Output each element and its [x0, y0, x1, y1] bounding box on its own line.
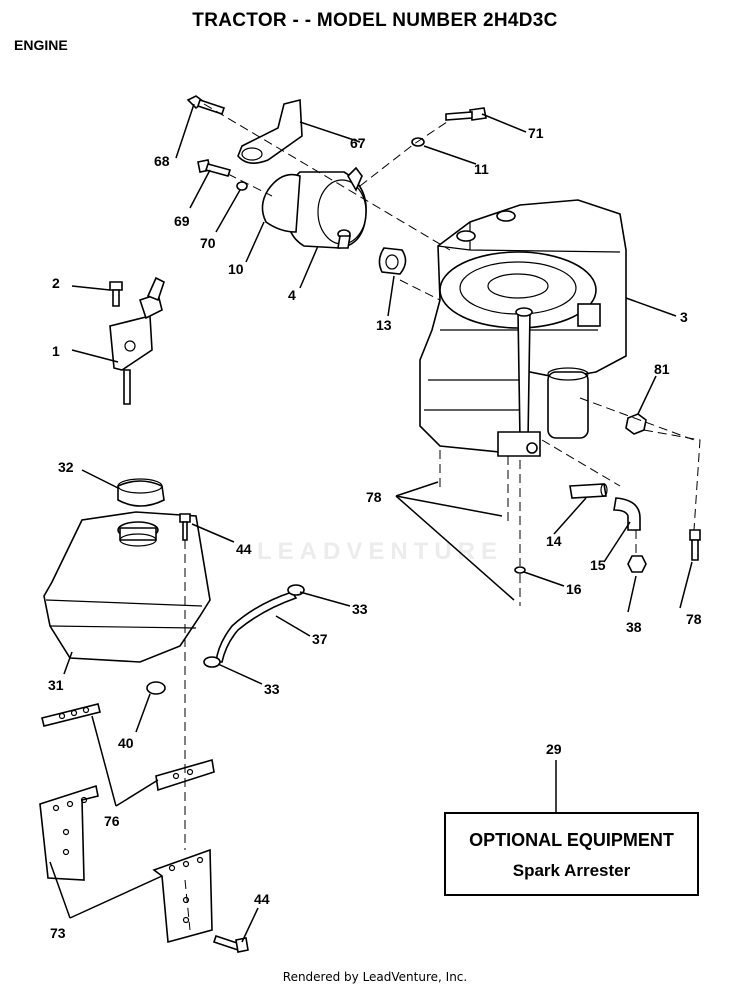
clamp-part-33-upper[interactable] — [287, 584, 305, 596]
callout-16: 16 — [566, 581, 582, 597]
callout-38: 38 — [626, 619, 642, 635]
callout-73: 73 — [50, 925, 66, 941]
washer-part-16[interactable] — [514, 566, 526, 574]
callout-2: 2 — [52, 275, 60, 291]
clamp-part-33-lower[interactable] — [203, 656, 221, 668]
throttle-control-part-1[interactable] — [109, 276, 165, 405]
optional-equipment-box[interactable]: OPTIONAL EQUIPMENT Spark Arrester — [444, 812, 699, 896]
watermark-text: LEADVENTURE — [256, 538, 503, 565]
section-label: ENGINE — [14, 37, 68, 53]
engine-part-3[interactable] — [419, 199, 627, 457]
callout-40: 40 — [118, 735, 134, 751]
bolt-part-71[interactable] — [445, 107, 487, 121]
callout-78-left: 78 — [366, 489, 382, 505]
callout-68: 68 — [154, 153, 170, 169]
bracket-part-73[interactable] — [39, 784, 213, 944]
screw-part-44-lower[interactable] — [212, 934, 249, 953]
fuel-cap-part-32[interactable] — [117, 478, 165, 507]
callout-13: 13 — [376, 317, 392, 333]
callout-37: 37 — [312, 631, 328, 647]
exhaust-deflector-part-67[interactable] — [237, 98, 303, 164]
callout-78-right: 78 — [686, 611, 702, 627]
callout-4: 4 — [288, 287, 296, 303]
page-title: TRACTOR - - MODEL NUMBER 2H4D3C — [192, 10, 558, 31]
callout-70: 70 — [200, 235, 216, 251]
bracket-part-76[interactable] — [41, 703, 215, 792]
muffler-guard-part-10[interactable] — [261, 173, 301, 233]
alignment-lines — [184, 103, 701, 931]
bolt-part-69[interactable] — [197, 159, 232, 177]
leader-lines — [49, 103, 693, 943]
screw-part-44-upper[interactable] — [179, 513, 191, 541]
callout-33-lower: 33 — [264, 681, 280, 697]
callout-44-lower: 44 — [254, 891, 270, 907]
screw-part-2[interactable] — [109, 281, 123, 307]
callout-81: 81 — [654, 361, 670, 377]
callout-29: 29 — [546, 741, 562, 757]
callout-11: 11 — [474, 161, 489, 177]
fuel-line-part-37[interactable] — [215, 591, 298, 663]
fuel-tank-part-31[interactable] — [43, 511, 211, 663]
washer-part-70[interactable] — [236, 181, 248, 191]
footer-credit: Rendered by LeadVenture, Inc. — [282, 970, 468, 984]
callout-71: 71 — [528, 125, 544, 141]
callout-44-upper: 44 — [236, 541, 252, 557]
optional-equipment-item: Spark Arrester — [512, 861, 631, 880]
callout-76: 76 — [104, 813, 120, 829]
callout-3: 3 — [680, 309, 688, 325]
callout-15: 15 — [590, 557, 606, 573]
washer-part-11[interactable] — [411, 137, 425, 147]
elbow-part-15[interactable] — [613, 497, 641, 531]
callout-32: 32 — [58, 459, 74, 475]
callout-14: 14 — [546, 533, 562, 549]
fuel-fitting-part-14[interactable] — [569, 483, 608, 499]
callout-31: 31 — [48, 677, 64, 693]
grommet-part-40[interactable] — [146, 681, 166, 695]
nut-part-81[interactable] — [625, 413, 647, 435]
gasket-part-13[interactable] — [378, 247, 407, 275]
callout-69: 69 — [174, 213, 190, 229]
callout-67: 67 — [350, 135, 366, 151]
callout-1: 1 — [52, 343, 60, 359]
callout-33-upper: 33 — [352, 601, 368, 617]
bolt-part-68[interactable] — [186, 95, 226, 116]
bolt-part-78-right[interactable] — [689, 529, 701, 561]
nut-part-38[interactable] — [627, 555, 647, 573]
callout-10: 10 — [228, 261, 244, 277]
optional-equipment-heading: OPTIONAL EQUIPMENT — [469, 830, 674, 850]
